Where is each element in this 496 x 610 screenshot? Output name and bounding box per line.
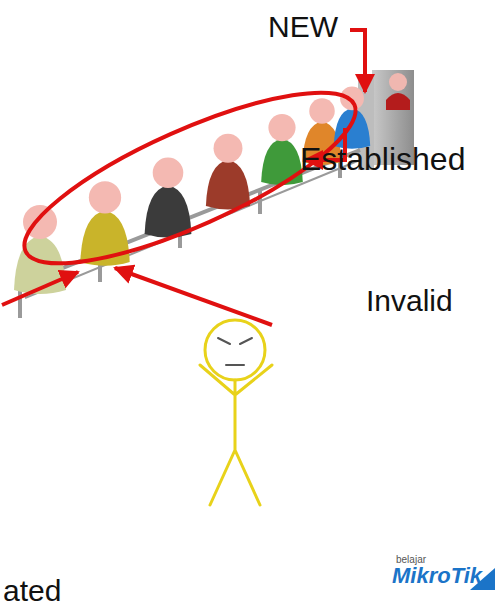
state-label: Invalid: [366, 284, 453, 317]
state-label: ated: [3, 574, 61, 607]
logo-text: MikroTik: [392, 564, 482, 588]
queue-person: [145, 158, 192, 238]
pointer-arrows: [2, 30, 365, 325]
state-label: Established: [300, 142, 465, 177]
queue-person: [206, 134, 250, 210]
invalid-stick-figure: [200, 320, 272, 505]
state-label: NEW: [268, 10, 338, 43]
established-ellipse: [6, 61, 374, 295]
